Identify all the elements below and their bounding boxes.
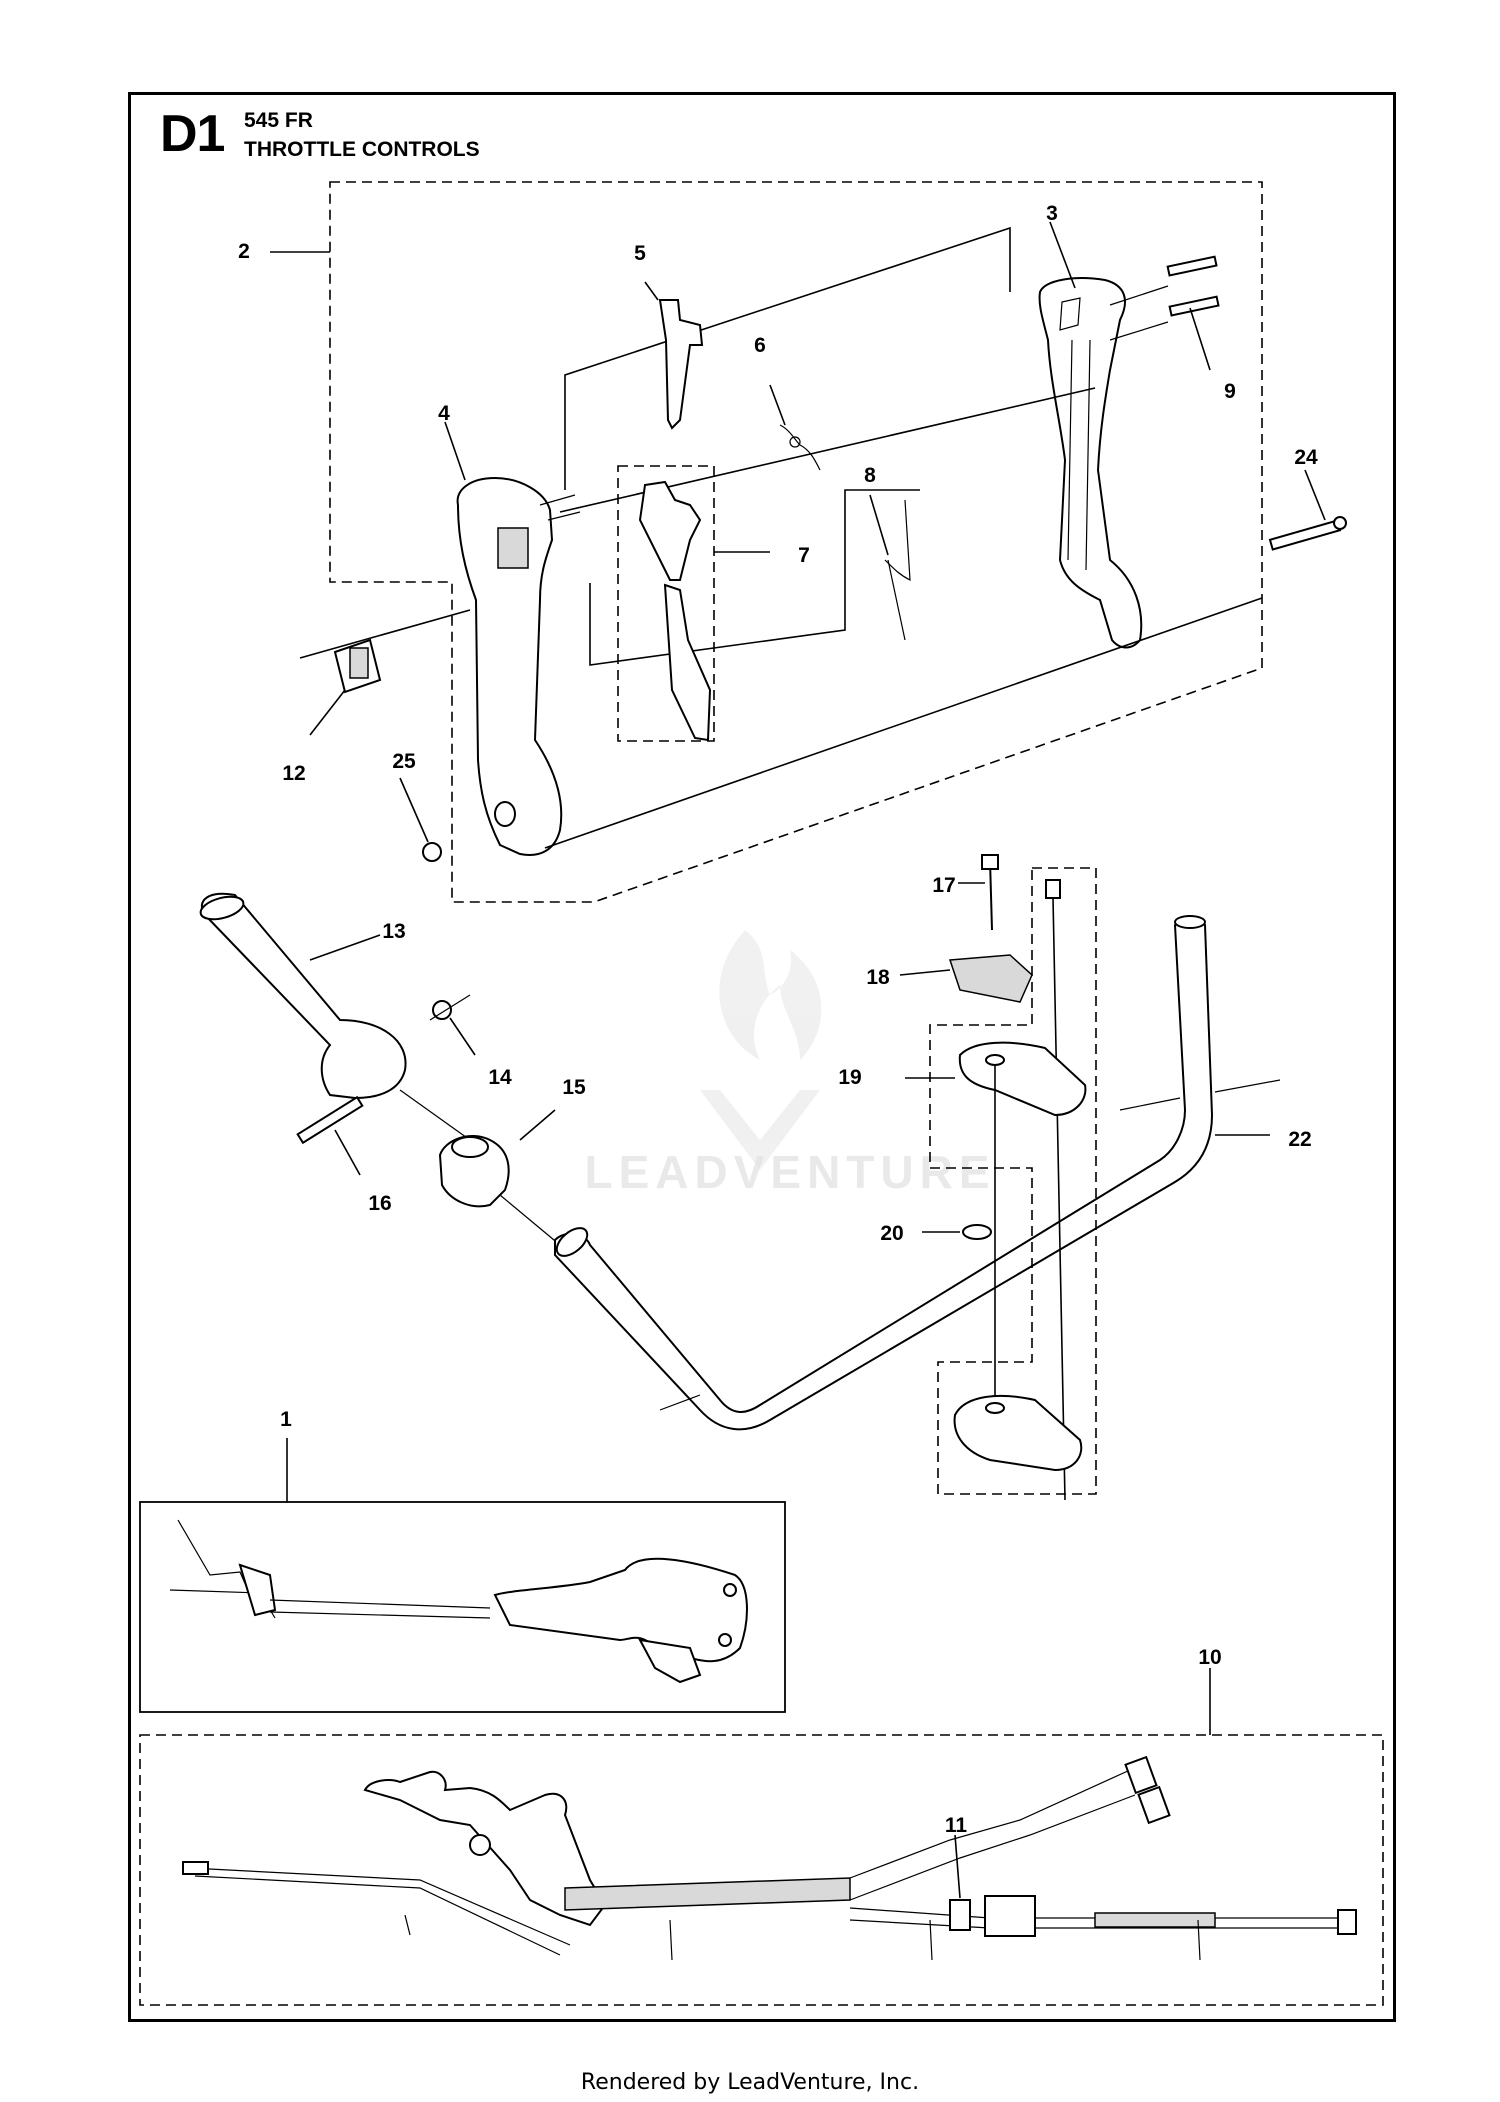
part-19-clamp-top (905, 1041, 1087, 1400)
part-17-bolt (958, 854, 999, 931)
callout-12[interactable]: 12 (282, 762, 306, 785)
part-1-assembly (139, 1438, 786, 1713)
part-9-screws (1109, 255, 1220, 371)
part-clamp-bottom (953, 1394, 1083, 1472)
callout-22[interactable]: 22 (1288, 1128, 1312, 1151)
diagram-title: THROTTLE CONTROLS (244, 138, 480, 161)
part-6-spring (769, 384, 821, 471)
callout-10[interactable]: 10 (1198, 1646, 1222, 1669)
part-3-handle-right (1038, 277, 1143, 649)
watermark-text: LEADVENTURE (584, 1146, 996, 1198)
callout-25[interactable]: 25 (392, 750, 416, 773)
callout-9[interactable]: 9 (1224, 380, 1236, 403)
callout-16[interactable]: 16 (368, 1192, 392, 1215)
part-16-bolt (296, 1095, 364, 1176)
callout-2[interactable]: 2 (238, 240, 250, 263)
callout-17[interactable]: 17 (932, 874, 956, 897)
part-long-bolt (1045, 879, 1066, 1501)
part-5-lever (644, 281, 704, 430)
watermark-logo (700, 930, 822, 1170)
callout-1[interactable]: 1 (280, 1408, 292, 1431)
footer-credit: Rendered by LeadVenture, Inc. (580, 2070, 920, 2095)
part-12-switch (309, 638, 382, 736)
assembly-box-2 (270, 181, 1263, 903)
assembly-box-clamp (929, 867, 1097, 1495)
part-15-clamp (438, 1109, 561, 1246)
callout-20[interactable]: 20 (880, 1222, 904, 1245)
part-7-trigger (638, 480, 712, 742)
alignment-lines-handle (299, 226, 1263, 849)
callout-3[interactable]: 3 (1046, 202, 1058, 225)
section-code: D1 (160, 105, 225, 163)
callout-13[interactable]: 13 (382, 920, 406, 943)
callout-14[interactable]: 14 (488, 1066, 512, 1089)
callout-4[interactable]: 4 (438, 402, 450, 425)
callout-24[interactable]: 24 (1294, 446, 1318, 469)
callout-6[interactable]: 6 (754, 334, 766, 357)
part-4-handle-left (456, 476, 581, 856)
model-name: 545 FR (244, 109, 313, 132)
leader-lines (444, 221, 1076, 481)
part-14-nut (429, 994, 476, 1056)
part-22-handlebar (554, 915, 1281, 1431)
callout-18[interactable]: 18 (866, 966, 890, 989)
part-10-cable-assembly (139, 1668, 1384, 2006)
part-20-washer (922, 1224, 992, 1240)
callout-15[interactable]: 15 (562, 1076, 586, 1099)
part-25-nut (399, 777, 442, 862)
diagram-frame (128, 92, 1396, 2022)
part-24-screw (1268, 469, 1347, 551)
callout-8[interactable]: 8 (864, 464, 876, 487)
callout-19[interactable]: 19 (838, 1066, 862, 1089)
assembly-box-7 (617, 465, 770, 742)
callout-5[interactable]: 5 (634, 242, 646, 265)
callout-11[interactable]: 11 (944, 1814, 968, 1837)
part-18-bracket (899, 954, 1033, 1003)
part-13-grip (199, 892, 471, 1141)
callout-7[interactable]: 7 (798, 544, 810, 567)
part-8-wire (869, 494, 911, 641)
